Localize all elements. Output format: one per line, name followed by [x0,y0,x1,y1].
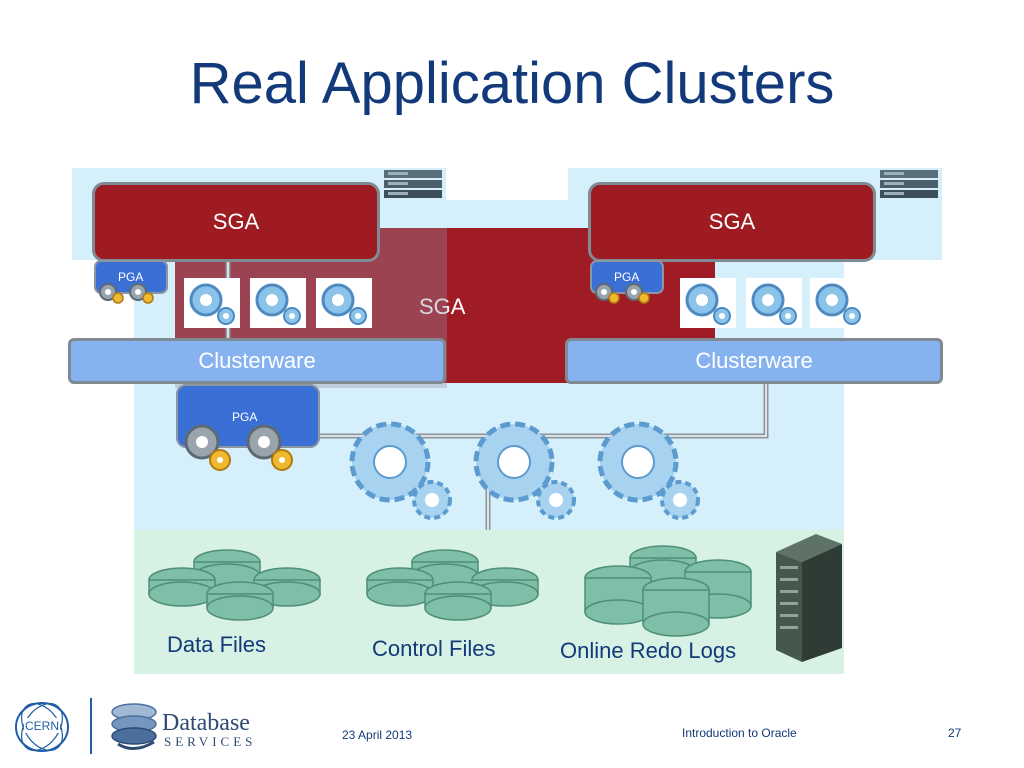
svg-text:Database: Database [162,710,250,736]
footer-date: 23 April 2013 [342,728,413,742]
background-process-tile [316,278,372,328]
blue-gears-icon [685,283,731,325]
footer-page-number: 27 [948,726,962,740]
background-process-tile [184,278,240,328]
slide-title: Real Application Clusters [189,51,835,116]
online-redo-logs-label: Online Redo Logs [560,638,737,663]
background-process-tile [680,278,736,328]
pga-center-label: PGA [232,410,258,424]
svg-text:CERN: CERN [25,719,59,733]
server-rack-icon [384,170,442,198]
pga-left-label: PGA [118,270,144,284]
blue-gears-icon [751,283,797,325]
background-processes-gears-icon [349,421,700,520]
redo-logs-disks-icon [584,545,752,637]
clusterware-left-bar: Clusterware [68,338,446,384]
clusterware-right-bar: Clusterware [565,338,943,384]
footer-divider [90,698,92,754]
sga-left-block: SGA [92,182,380,262]
cern-logo: CERN [15,702,69,752]
data-files-label: Data Files [167,632,267,657]
storage-server-icon [776,534,842,662]
blue-gears-icon [189,283,235,325]
control-files-label: Control Files [372,636,496,661]
background-process-tile [810,278,866,328]
data-files-disks-icon [148,549,321,621]
blue-gears-icon [815,283,861,325]
server-rack-icon [880,170,938,198]
blue-gears-icon [321,283,367,325]
process-gears-icon [184,424,293,471]
svg-text:SERVICES: SERVICES [164,734,256,749]
background-process-tile [746,278,802,328]
footer-course-title: Introduction to Oracle [682,726,797,740]
process-gears-icon [99,283,154,304]
sga-center-label: SGA [419,294,466,319]
blue-gears-icon [255,283,301,325]
background-process-tile [250,278,306,328]
control-files-disks-icon [366,549,539,621]
sga-right-block: SGA [588,182,876,262]
process-gears-icon [595,283,650,304]
pga-right-label: PGA [614,270,640,284]
database-services-logo: Database SERVICES [111,703,256,750]
